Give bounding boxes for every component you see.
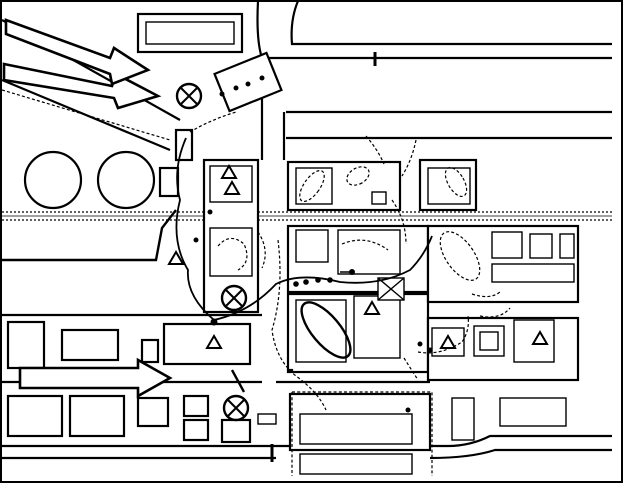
- advance-arrow-icon: [4, 18, 151, 86]
- building-bottom-left-6: [220, 418, 252, 444]
- position-dot-icon: [219, 91, 225, 97]
- position-dot-icon: [405, 407, 411, 413]
- wire-obstacle-icon: [230, 369, 246, 393]
- advance-arrow-icon: [18, 357, 173, 399]
- building-lower-left-1: [6, 320, 46, 370]
- building-bottom-center-b: [299, 453, 413, 475]
- building-lower-left-2: [60, 328, 120, 362]
- position-dot-icon: [293, 281, 299, 287]
- wire-obstacle-icon: [439, 231, 481, 281]
- building-bottom-left-3: [136, 396, 170, 428]
- position-dot-icon: [210, 318, 218, 326]
- position-dot-icon: [233, 85, 239, 91]
- wire-obstacle-icon: [444, 166, 468, 198]
- crossed-circle-icon: [220, 284, 248, 312]
- small-hut-center: [371, 191, 387, 205]
- x-box-line-2: [377, 277, 405, 301]
- compound-central-top-a: [295, 167, 333, 205]
- position-dot-icon: [427, 347, 433, 353]
- wire-obstacle-icon: [479, 307, 511, 318]
- advance-arrows: [2, 18, 173, 399]
- road-top-lower-edge: [290, 0, 612, 46]
- triangle-marker-icon: [223, 180, 241, 195]
- compound-central-bottom-a: [295, 299, 347, 363]
- wire-obstacle-icon: [300, 301, 352, 359]
- position-dot-icon: [207, 209, 213, 215]
- compound-central-mid-b: [337, 229, 401, 275]
- building-bottom-right-b: [499, 397, 567, 427]
- wire-obstacle-icon: [299, 169, 325, 203]
- road-diagonal-2: [1, 78, 171, 152]
- crossed-circle-icon: [175, 82, 203, 110]
- building-bottom-left-1: [6, 394, 64, 438]
- triangle-marker-icon: [220, 164, 238, 179]
- wire-obstacle-icon: [346, 166, 370, 186]
- trench-line: [175, 137, 433, 321]
- triangle-markers: [167, 164, 549, 349]
- building-top-center-inner: [145, 21, 235, 45]
- position-dot-icon: [315, 277, 321, 283]
- wire-obstacle-icon: [1, 89, 171, 141]
- building-bottom-left-4: [182, 394, 210, 418]
- wire-obstacle-icon: [365, 135, 385, 165]
- position-dot-icon: [327, 277, 333, 283]
- position-dot-icon: [303, 279, 309, 285]
- small-vehicle-marker: [257, 413, 277, 425]
- wire-obstacle-icon: [391, 199, 407, 245]
- building-bottom-right-a: [451, 397, 475, 441]
- building-bottom-left-2: [68, 394, 126, 438]
- wire-obstacle-icon: [341, 239, 389, 251]
- compound-central-left-mid: [209, 227, 253, 277]
- crossed-circle-icon: [222, 394, 250, 422]
- building-right-lower-a-inner: [479, 331, 499, 351]
- road-bottom-upper: [2, 434, 612, 448]
- compound-central-mid-a: [295, 229, 329, 263]
- wire-obstacle-icon: [471, 291, 501, 298]
- building-right-mid-c: [559, 233, 575, 259]
- triangle-marker-icon: [531, 330, 549, 345]
- triangle-marker-icon: [167, 250, 185, 265]
- building-lower-left-4: [162, 322, 252, 366]
- wire-obstacle-icon: [417, 315, 469, 354]
- building-right-mid-a: [491, 231, 523, 259]
- compound-central-bottom-b: [353, 295, 401, 359]
- wire-obstacles: [1, 89, 511, 476]
- building-lower-left-3: [140, 338, 160, 364]
- wire-obstacle-icon: [2, 209, 177, 262]
- building-right-mid-b: [529, 233, 553, 259]
- position-dot-icon: [245, 81, 251, 87]
- building-bottom-left-5: [182, 418, 210, 442]
- building-bottom-center-a: [299, 413, 413, 445]
- building-right-mid-d: [491, 263, 575, 283]
- position-dot-icon: [193, 237, 199, 243]
- road-bottom-lower-right: [429, 448, 612, 460]
- building-small-left: [158, 166, 180, 198]
- wire-obstacle-icon: [403, 357, 419, 381]
- railway: [2, 211, 612, 221]
- crossed-circles: [175, 82, 250, 422]
- position-dots: [193, 75, 433, 413]
- triangle-marker-icon: [205, 334, 223, 349]
- triangle-marker-icon: [363, 300, 381, 315]
- position-dot-icon: [417, 341, 423, 347]
- triangle-marker-icon: [439, 334, 457, 349]
- storage-tank-right: [96, 150, 156, 210]
- position-dot-icon: [259, 75, 265, 81]
- wire-obstacle-icon: [271, 239, 327, 411]
- storage-tank-left: [23, 150, 83, 210]
